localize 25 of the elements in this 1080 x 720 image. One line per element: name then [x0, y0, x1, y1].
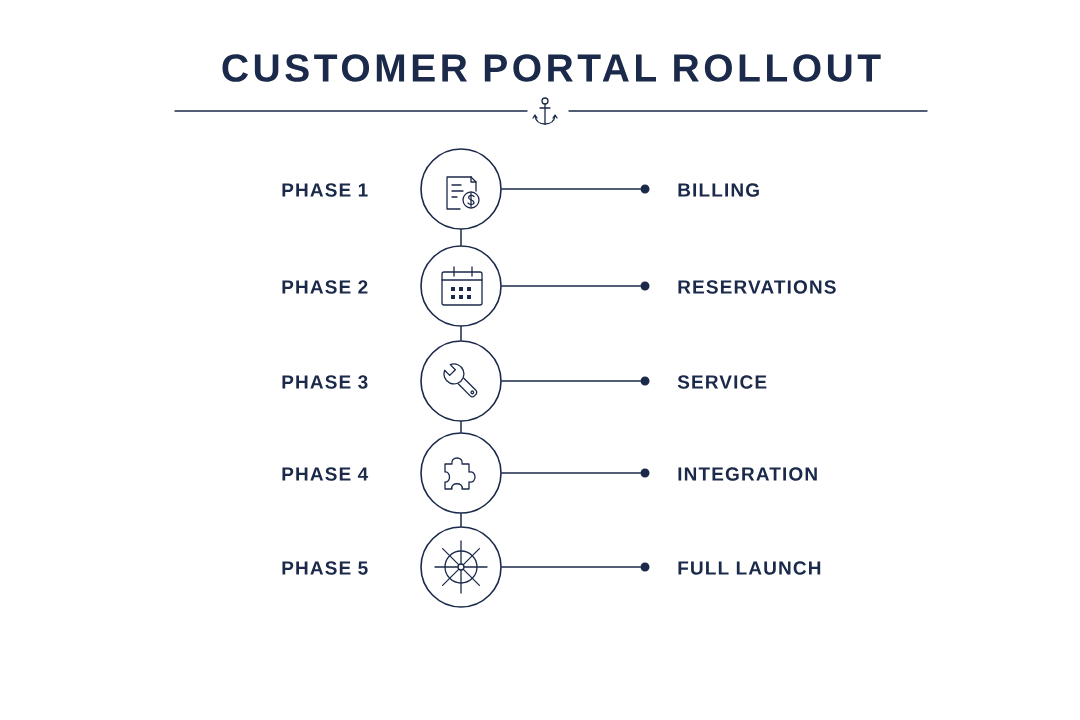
phase-circle — [420, 148, 502, 230]
phase-circle — [420, 245, 502, 327]
timeline-connector — [460, 513, 462, 527]
milestone-label: FULL LAUNCH — [678, 561, 821, 575]
phase-circle — [420, 340, 502, 422]
phase-circle — [420, 526, 502, 608]
phase-label: PHASE 1 — [282, 183, 368, 197]
phase-label: PHASE 5 — [282, 561, 368, 575]
connector-line — [501, 472, 642, 474]
connector-line — [501, 285, 642, 287]
timeline-connector — [460, 421, 462, 433]
phase-label: PHASE 3 — [282, 375, 368, 389]
connector-line — [501, 566, 642, 568]
milestone-label: RESERVATIONS — [678, 280, 836, 294]
timeline-connector — [460, 229, 462, 246]
phase-label: PHASE 2 — [282, 280, 368, 294]
phase-label: PHASE 4 — [282, 467, 369, 481]
connector-line — [501, 188, 642, 190]
milestone-label: SERVICE — [677, 375, 767, 389]
milestone-label: INTEGRATION — [678, 467, 817, 481]
timeline-connector — [460, 326, 462, 341]
milestone-label: BILLING — [678, 183, 759, 197]
phase-circle — [420, 432, 502, 514]
title: CUSTOMER PORTAL ROLLOUT — [222, 54, 881, 82]
connector-line — [501, 380, 642, 382]
